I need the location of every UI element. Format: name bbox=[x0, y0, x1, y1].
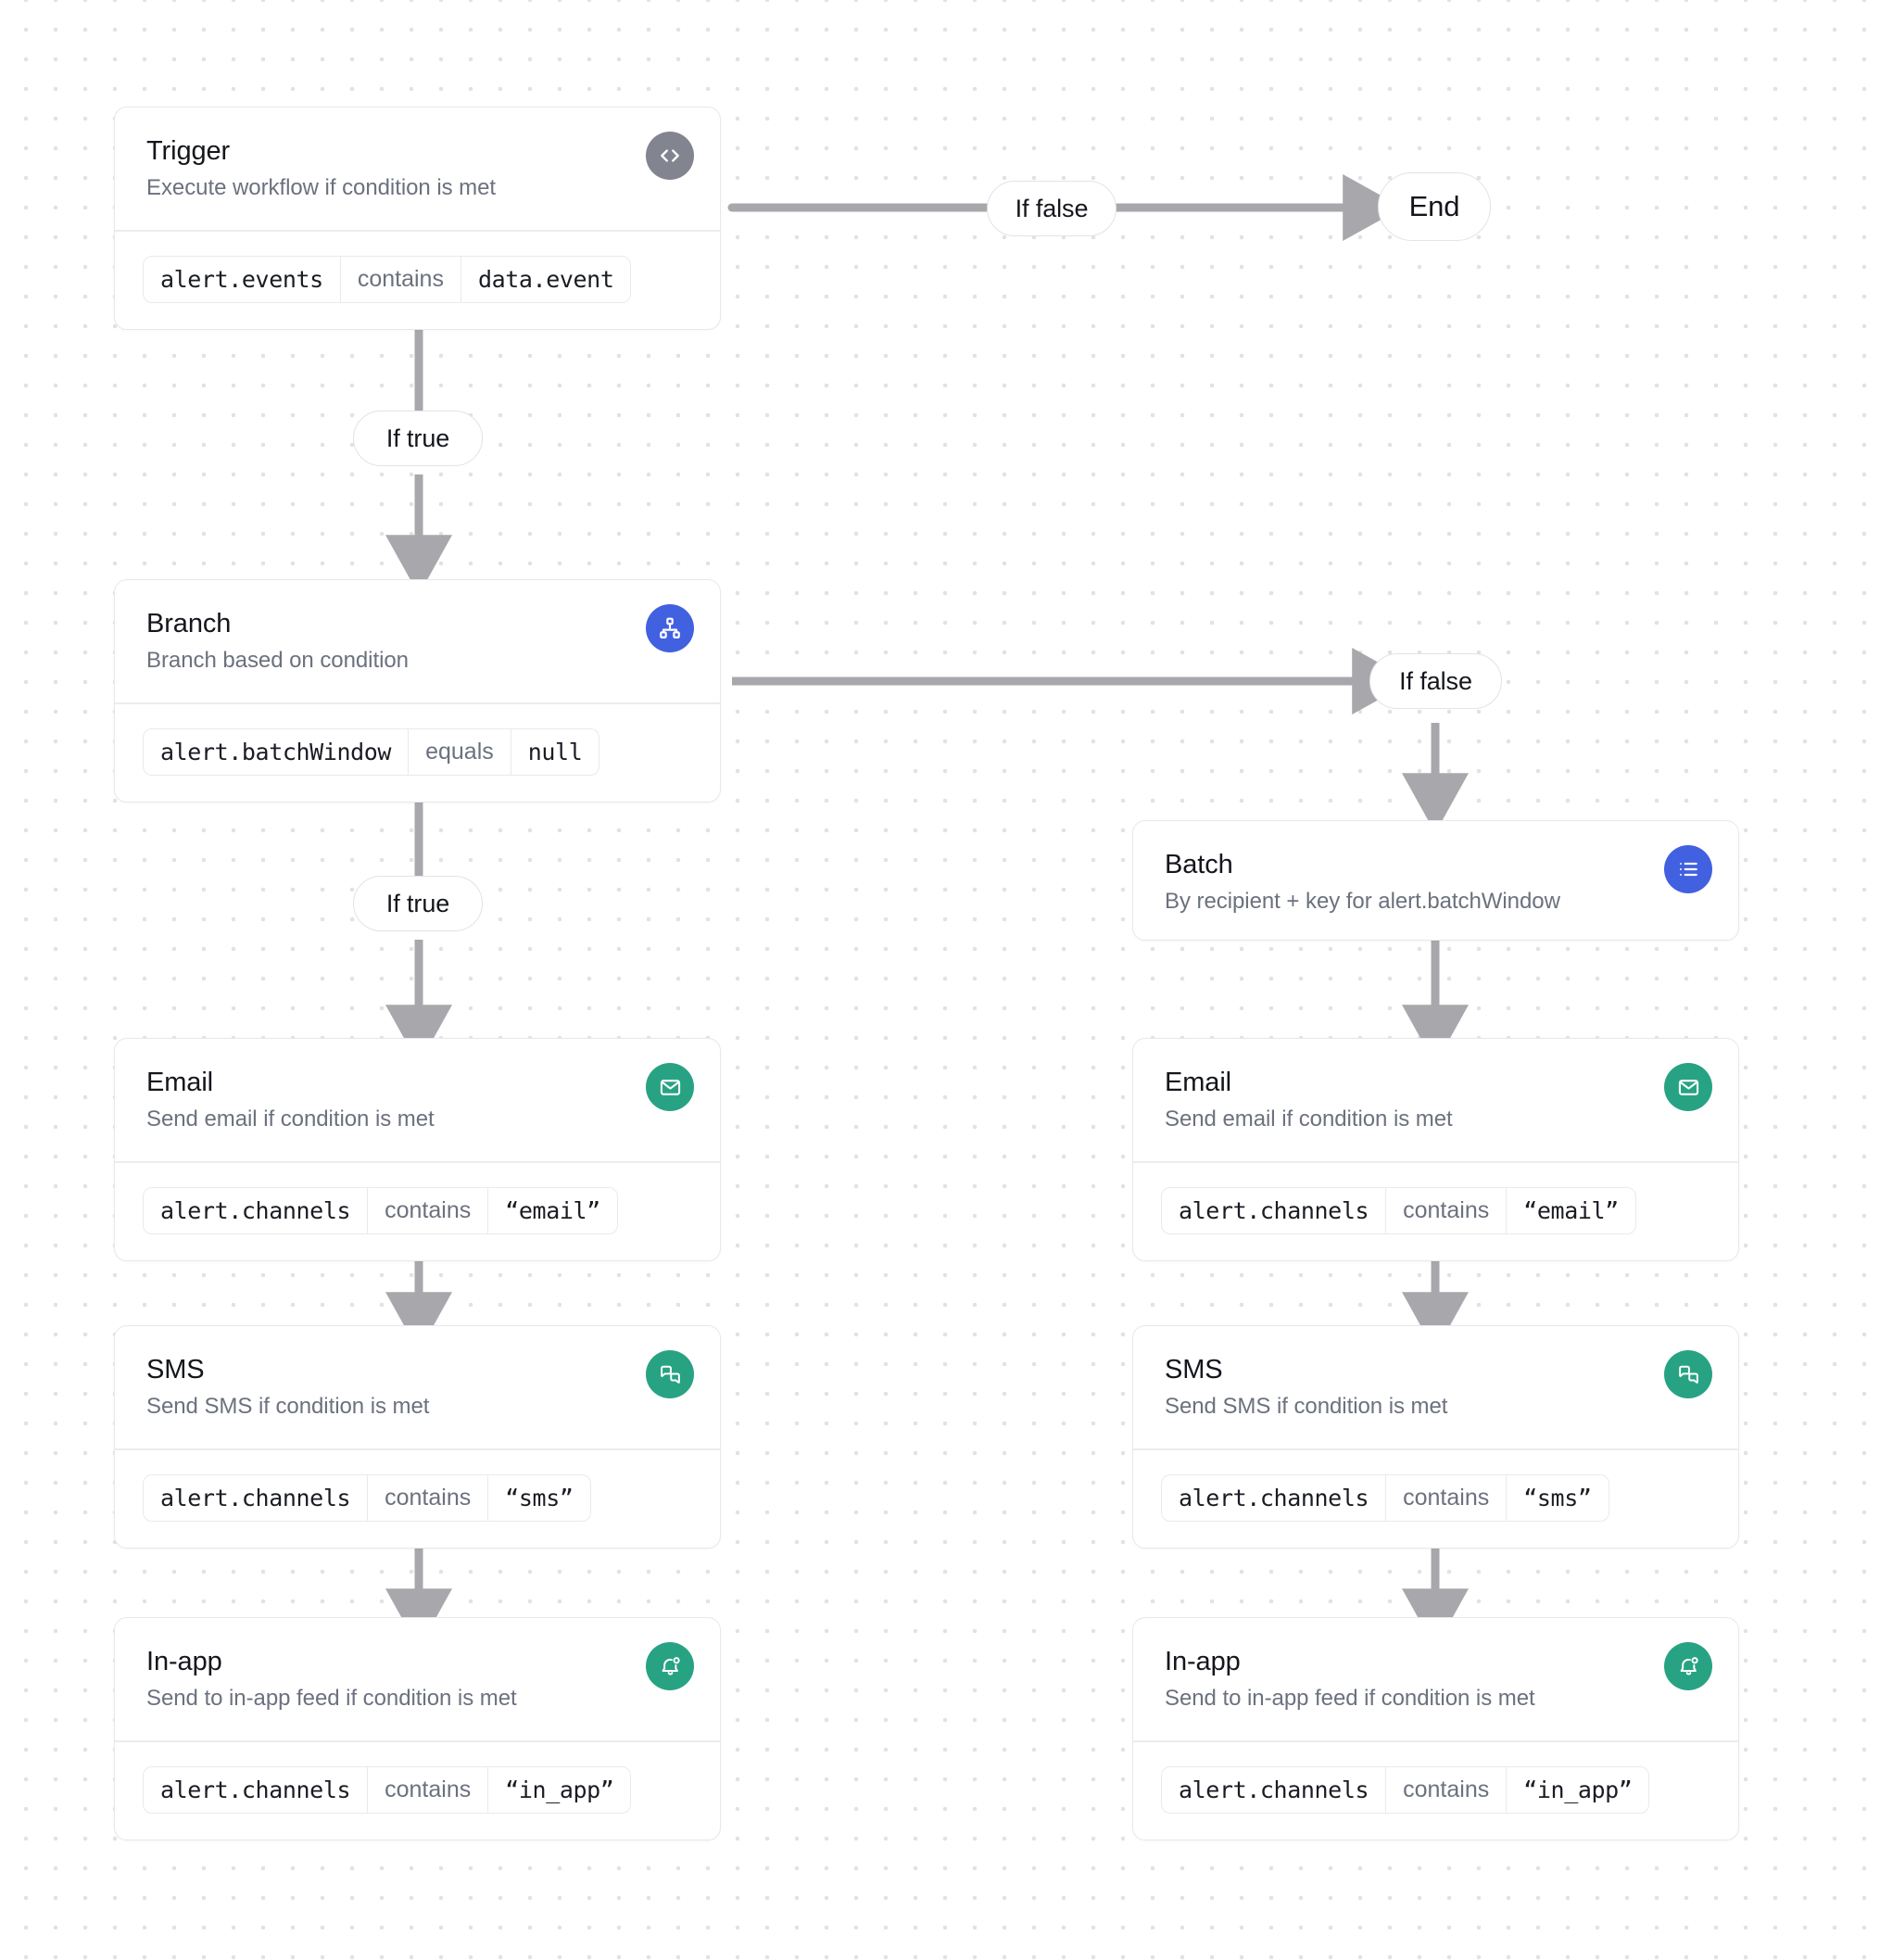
condition-chip[interactable]: alert.channels contains “sms” bbox=[1161, 1473, 1609, 1522]
node-batch-header: Batch By recipient + key for alert.batch… bbox=[1133, 821, 1738, 940]
node-email-left-body: alert.channels contains “email” bbox=[115, 1163, 720, 1260]
node-branch[interactable]: Branch Branch based on condition alert.b… bbox=[114, 579, 721, 803]
envelope-icon bbox=[1664, 1063, 1712, 1111]
node-inapp-right[interactable]: In-app Send to in-app feed if condition … bbox=[1132, 1617, 1739, 1840]
chat-bubbles-icon bbox=[646, 1350, 694, 1398]
envelope-icon bbox=[646, 1063, 694, 1111]
bell-dot-icon bbox=[646, 1642, 694, 1690]
node-inapp-left-title: In-app bbox=[146, 1647, 222, 1676]
node-inapp-left[interactable]: In-app Send to in-app feed if condition … bbox=[114, 1617, 721, 1840]
node-inapp-left-divider bbox=[115, 1740, 720, 1742]
node-email-right-subtitle: Send email if condition is met bbox=[1165, 1106, 1453, 1132]
edge-label-trigger-true[interactable]: If true bbox=[353, 411, 483, 466]
node-email-right-body: alert.channels contains “email” bbox=[1133, 1163, 1738, 1260]
node-trigger-divider bbox=[115, 230, 720, 232]
condition-field: alert.channels bbox=[160, 1776, 351, 1803]
node-sms-right-subtitle: Send SMS if condition is met bbox=[1165, 1394, 1448, 1420]
condition-chip[interactable]: alert.channels contains “in_app” bbox=[143, 1765, 632, 1814]
node-batch[interactable]: Batch By recipient + key for alert.batch… bbox=[1132, 820, 1739, 942]
condition-value: “in_app” bbox=[1523, 1776, 1633, 1803]
condition-value: “email” bbox=[1523, 1196, 1619, 1224]
node-batch-title: Batch bbox=[1165, 850, 1233, 879]
node-inapp-right-body: alert.channels contains “in_app” bbox=[1133, 1742, 1738, 1840]
list-icon bbox=[1664, 845, 1712, 893]
condition-field: alert.channels bbox=[160, 1196, 351, 1224]
node-branch-header: Branch Branch based on condition bbox=[115, 580, 720, 702]
node-sms-right-divider bbox=[1133, 1448, 1738, 1450]
edge-label-branch-false[interactable]: If false bbox=[1369, 653, 1502, 709]
node-sms-left-subtitle: Send SMS if condition is met bbox=[146, 1394, 430, 1420]
node-batch-subtitle: By recipient + key for alert.batchWindow bbox=[1165, 889, 1560, 915]
node-email-right[interactable]: Email Send email if condition is met ale… bbox=[1132, 1038, 1739, 1261]
condition-operator: contains bbox=[1385, 1474, 1508, 1521]
condition-chip[interactable]: alert.batchWindow equals null bbox=[143, 727, 600, 776]
node-email-left-subtitle: Send email if condition is met bbox=[146, 1106, 435, 1132]
node-sms-left-header: SMS Send SMS if condition is met bbox=[115, 1326, 720, 1448]
node-email-right-header: Email Send email if condition is met bbox=[1133, 1039, 1738, 1161]
node-branch-body: alert.batchWindow equals null bbox=[115, 704, 720, 802]
node-inapp-right-header: In-app Send to in-app feed if condition … bbox=[1133, 1618, 1738, 1740]
node-sms-left-divider bbox=[115, 1448, 720, 1450]
node-email-right-title: Email bbox=[1165, 1068, 1232, 1097]
bell-dot-icon bbox=[1664, 1642, 1712, 1690]
node-sms-right[interactable]: SMS Send SMS if condition is met alert.c… bbox=[1132, 1325, 1739, 1549]
condition-operator: contains bbox=[1385, 1766, 1508, 1813]
condition-operator: contains bbox=[339, 256, 461, 302]
condition-operator: contains bbox=[367, 1474, 489, 1521]
condition-value: data.event bbox=[477, 265, 614, 293]
condition-field: alert.channels bbox=[160, 1484, 351, 1511]
node-sms-right-title: SMS bbox=[1165, 1355, 1223, 1385]
node-inapp-left-body: alert.channels contains “in_app” bbox=[115, 1742, 720, 1840]
condition-operator: contains bbox=[367, 1766, 489, 1813]
node-inapp-right-divider bbox=[1133, 1740, 1738, 1742]
edge-label-branch-true[interactable]: If true bbox=[353, 876, 483, 931]
node-inapp-left-header: In-app Send to in-app feed if condition … bbox=[115, 1618, 720, 1740]
node-email-left-divider bbox=[115, 1161, 720, 1163]
condition-field: alert.channels bbox=[1179, 1196, 1369, 1224]
condition-chip[interactable]: alert.events contains data.event bbox=[143, 255, 632, 303]
condition-value: “sms” bbox=[505, 1484, 574, 1511]
node-sms-right-body: alert.channels contains “sms” bbox=[1133, 1450, 1738, 1548]
node-trigger[interactable]: Trigger Execute workflow if condition is… bbox=[114, 107, 721, 330]
node-branch-subtitle: Branch based on condition bbox=[146, 648, 409, 674]
node-email-left-header: Email Send email if condition is met bbox=[115, 1039, 720, 1161]
sitemap-icon bbox=[646, 604, 694, 652]
node-trigger-subtitle: Execute workflow if condition is met bbox=[146, 175, 497, 201]
node-sms-left-title: SMS bbox=[146, 1355, 205, 1385]
node-email-left-title: Email bbox=[146, 1068, 214, 1097]
condition-value: null bbox=[527, 738, 583, 765]
condition-field: alert.channels bbox=[1179, 1776, 1369, 1803]
node-inapp-right-subtitle: Send to in-app feed if condition is met bbox=[1165, 1686, 1535, 1712]
condition-chip[interactable]: alert.channels contains “email” bbox=[1161, 1186, 1636, 1234]
condition-chip[interactable]: alert.channels contains “email” bbox=[143, 1186, 618, 1234]
node-email-right-divider bbox=[1133, 1161, 1738, 1163]
condition-operator: contains bbox=[367, 1187, 489, 1233]
node-email-left[interactable]: Email Send email if condition is met ale… bbox=[114, 1038, 721, 1261]
condition-chip[interactable]: alert.channels contains “sms” bbox=[143, 1473, 591, 1522]
condition-chip[interactable]: alert.channels contains “in_app” bbox=[1161, 1765, 1650, 1814]
node-trigger-header: Trigger Execute workflow if condition is… bbox=[115, 107, 720, 230]
node-inapp-right-title: In-app bbox=[1165, 1647, 1241, 1676]
condition-value: “email” bbox=[505, 1196, 600, 1224]
condition-value: “in_app” bbox=[505, 1776, 614, 1803]
code-icon bbox=[646, 132, 694, 180]
node-sms-left-body: alert.channels contains “sms” bbox=[115, 1450, 720, 1548]
node-trigger-title: Trigger bbox=[146, 136, 231, 166]
condition-field: alert.batchWindow bbox=[160, 738, 392, 765]
node-end[interactable]: End bbox=[1378, 172, 1491, 241]
node-branch-divider bbox=[115, 702, 720, 704]
condition-operator: contains bbox=[1385, 1187, 1508, 1233]
condition-operator: equals bbox=[408, 728, 511, 775]
node-trigger-body: alert.events contains data.event bbox=[115, 232, 720, 329]
node-branch-title: Branch bbox=[146, 609, 232, 639]
condition-value: “sms” bbox=[1523, 1484, 1592, 1511]
condition-field: alert.events bbox=[160, 265, 323, 293]
condition-field: alert.channels bbox=[1179, 1484, 1369, 1511]
node-sms-right-header: SMS Send SMS if condition is met bbox=[1133, 1326, 1738, 1448]
node-sms-left[interactable]: SMS Send SMS if condition is met alert.c… bbox=[114, 1325, 721, 1549]
edge-label-trigger-false[interactable]: If false bbox=[987, 181, 1117, 236]
chat-bubbles-icon bbox=[1664, 1350, 1712, 1398]
node-inapp-left-subtitle: Send to in-app feed if condition is met bbox=[146, 1686, 517, 1712]
